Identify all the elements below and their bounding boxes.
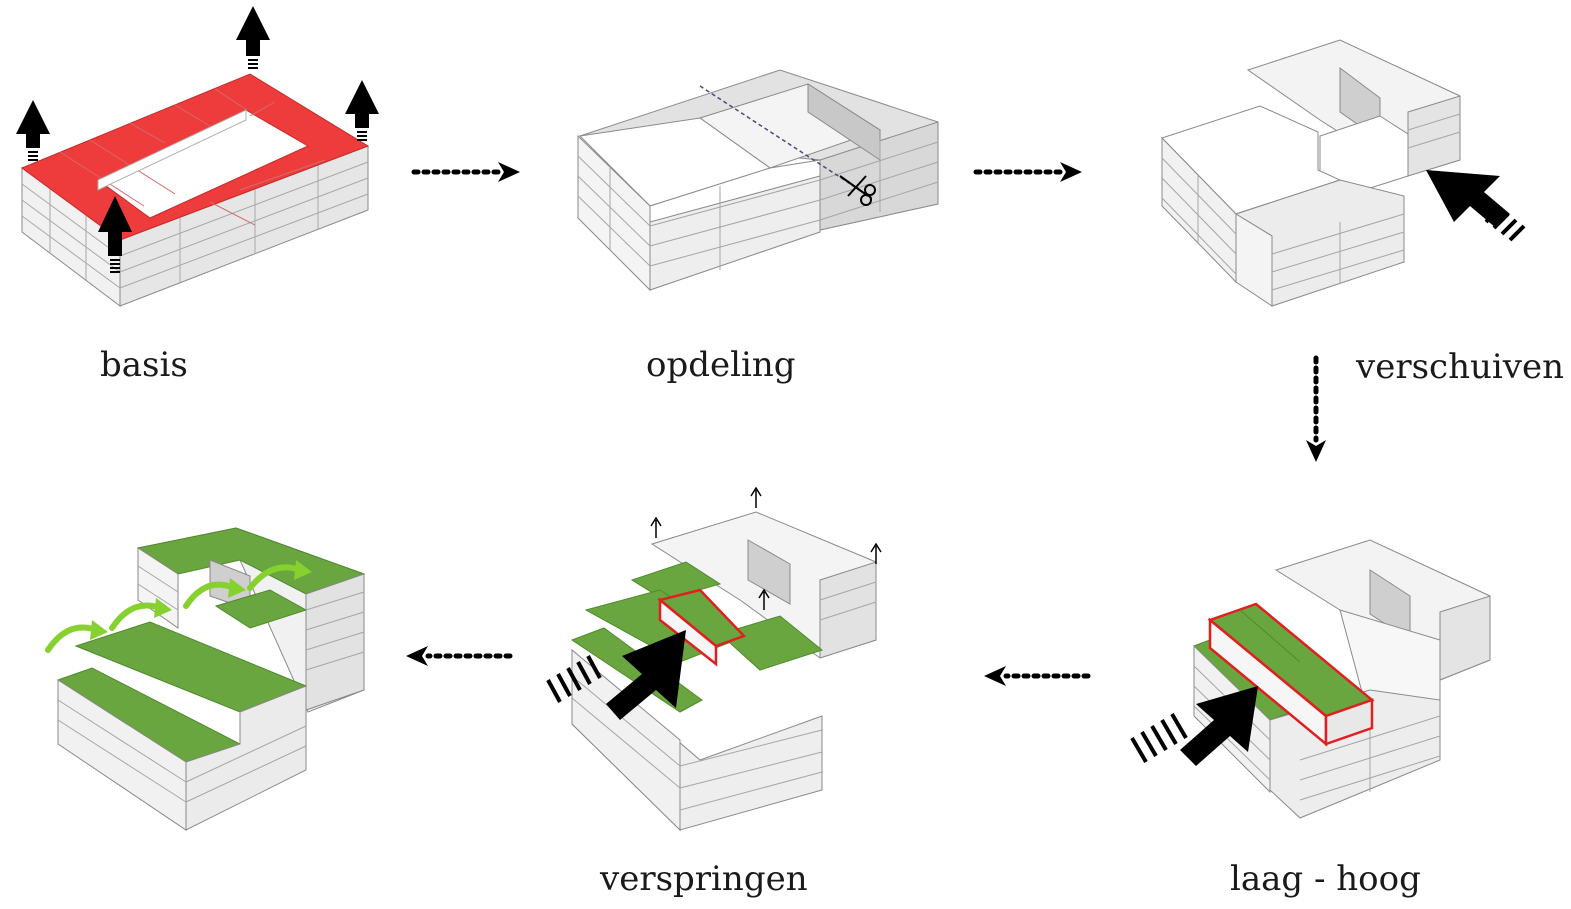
dotted-arrow-icon xyxy=(973,162,1082,182)
basis-block xyxy=(20,73,370,308)
up-arrow-icon xyxy=(750,486,762,508)
curved-green-arrow-icon xyxy=(90,620,108,640)
opdeling-block xyxy=(577,69,939,292)
step-label-verspringen: verspringen xyxy=(600,859,808,899)
up-arrow-icon xyxy=(16,100,50,161)
step-label-verschuiven: verschuiven xyxy=(1356,347,1564,387)
up-arrow-icon xyxy=(870,542,882,564)
up-arrow-icon xyxy=(650,516,662,538)
push-arrow-icon xyxy=(546,630,686,720)
curved-green-arrow-icon xyxy=(228,578,246,598)
up-arrow-icon xyxy=(345,80,379,141)
terraced-block xyxy=(56,527,366,831)
dotted-arrow-icon xyxy=(411,162,520,182)
dotted-arrow-icon xyxy=(1306,355,1326,462)
step-label-basis: basis xyxy=(100,345,188,385)
curved-green-arrow-icon xyxy=(154,598,172,618)
step-label-opdeling: opdeling xyxy=(646,345,796,385)
verschuiven-block xyxy=(1161,39,1461,307)
dotted-arrow-icon xyxy=(984,666,1091,686)
step-label-laag-hoog: laag - hoog xyxy=(1230,859,1421,899)
verspringen-block xyxy=(570,511,877,832)
up-arrow-icon xyxy=(98,196,132,273)
push-arrow-icon xyxy=(1426,170,1526,242)
curved-green-arrow-icon xyxy=(294,560,312,580)
up-arrow-icon xyxy=(758,588,770,610)
push-arrow-icon xyxy=(1130,686,1258,766)
up-arrow-icon xyxy=(236,6,270,69)
scissors-icon xyxy=(839,175,876,206)
dotted-arrow-icon xyxy=(406,646,513,666)
laag-hoog-block xyxy=(1193,539,1491,819)
